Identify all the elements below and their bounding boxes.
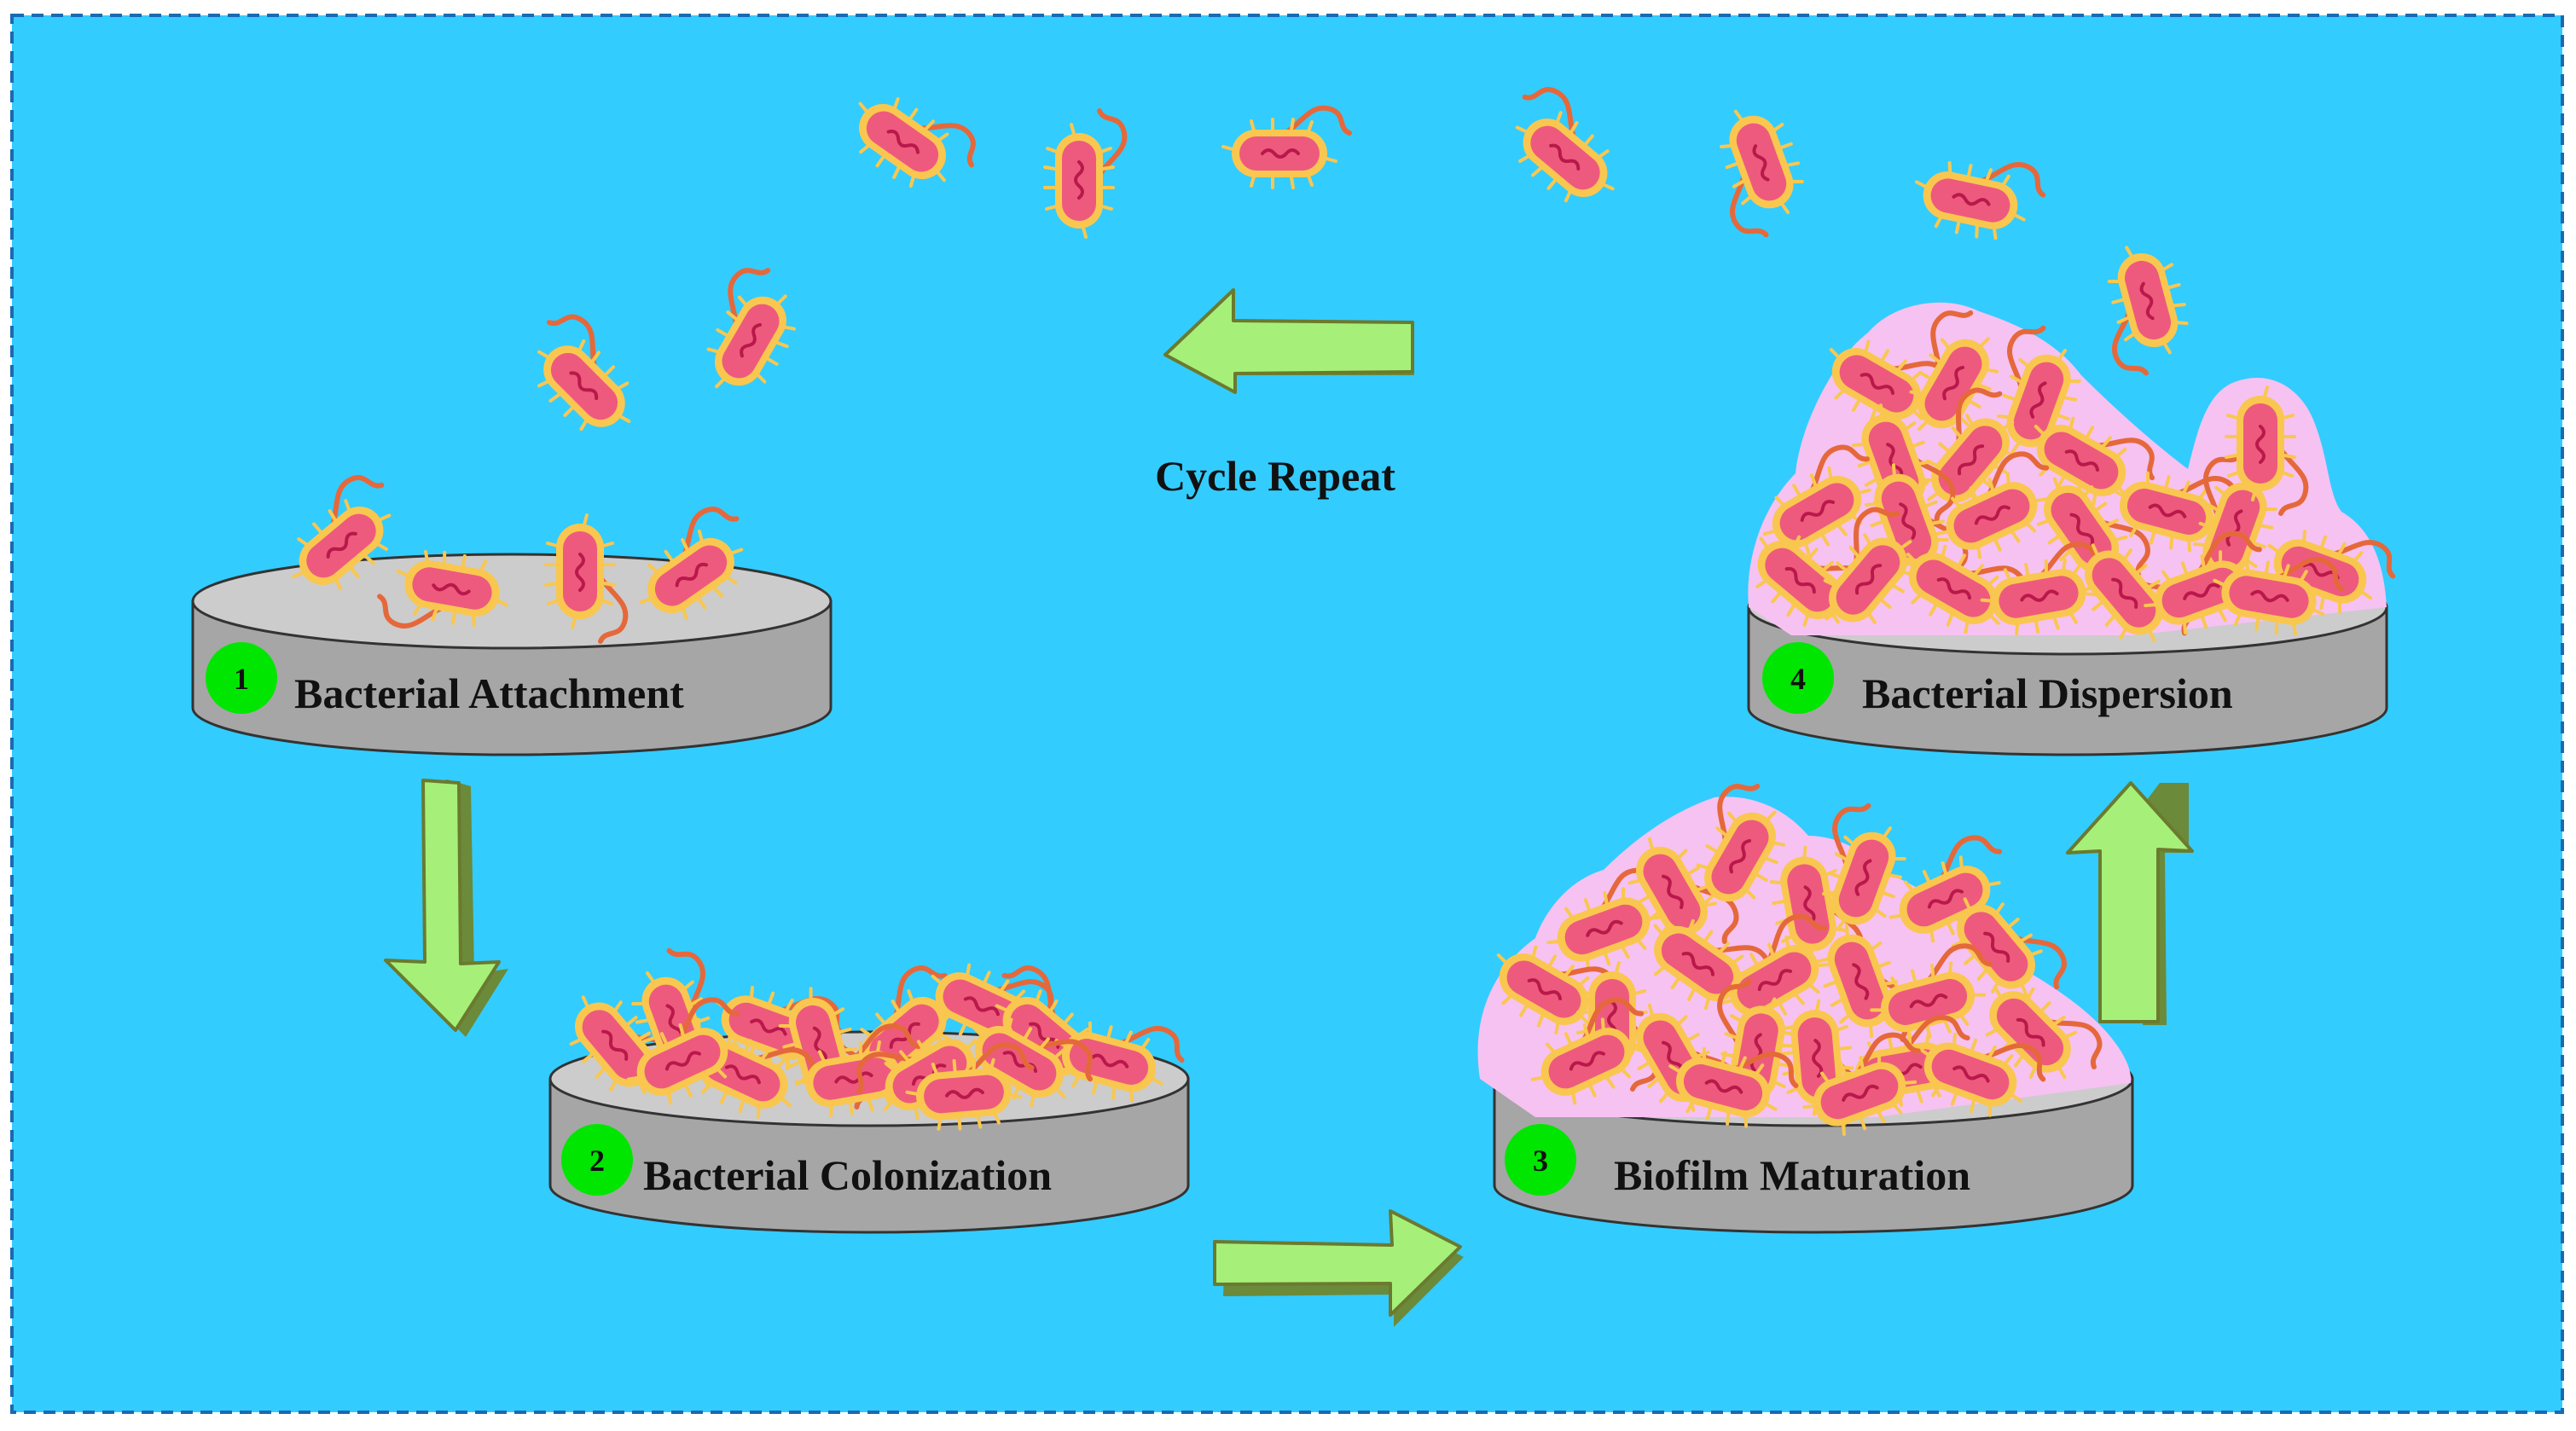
cycle-repeat-label: Cycle Repeat [1155,452,1395,500]
stage-2-number: 2 [589,1144,605,1178]
stage-3-badge: 3 [1505,1124,1576,1196]
stage-1-number: 1 [234,662,249,696]
stage-4-number: 4 [1790,662,1806,696]
arrow-attachment-to-colonization [384,779,508,1037]
stage-2-label: Bacterial Colonization [643,1151,1052,1199]
stage-4-label: Bacterial Dispersion [1862,669,2233,717]
stage-1-badge: 1 [206,642,277,714]
arrow-cycle-repeat [1163,288,1414,394]
stage-3-label: Biofilm Maturation [1614,1151,1970,1199]
arrow-colonization-to-maturation [1213,1209,1464,1327]
arrow-maturation-to-dispersion [2066,781,2194,1025]
stage-4-badge: 4 [1762,642,1834,714]
stage-2-badge: 2 [561,1124,633,1196]
stage-1-label: Bacterial Attachment [294,669,684,717]
stage-3-number: 3 [1533,1144,1548,1178]
platform-1 [191,553,833,756]
